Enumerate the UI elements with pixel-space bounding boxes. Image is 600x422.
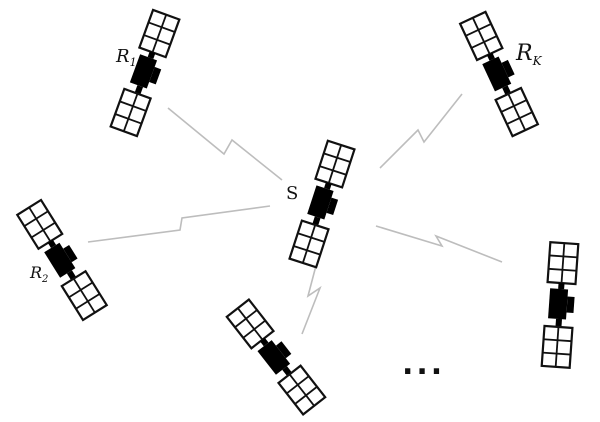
label-s: S: [286, 183, 298, 204]
satellite-right-icon: [540, 241, 580, 369]
link-s-right: [375, 225, 503, 263]
link-s-rk: [379, 93, 463, 169]
label-r2: R2: [29, 263, 48, 285]
label-r1: R1: [115, 46, 137, 69]
ellipsis-text: ...: [402, 347, 445, 382]
satellite-rk-icon: [459, 10, 539, 138]
satellite-s-icon: [288, 139, 356, 269]
satellite-r2-icon: [16, 198, 108, 322]
satellite-r1-icon: [109, 8, 181, 138]
label-rk: RK: [515, 41, 543, 68]
link-s-r1: [167, 107, 283, 181]
link-s-bottom: [301, 257, 322, 335]
link-s-r2: [87, 205, 271, 243]
satellite-bottom-icon: [225, 298, 327, 416]
